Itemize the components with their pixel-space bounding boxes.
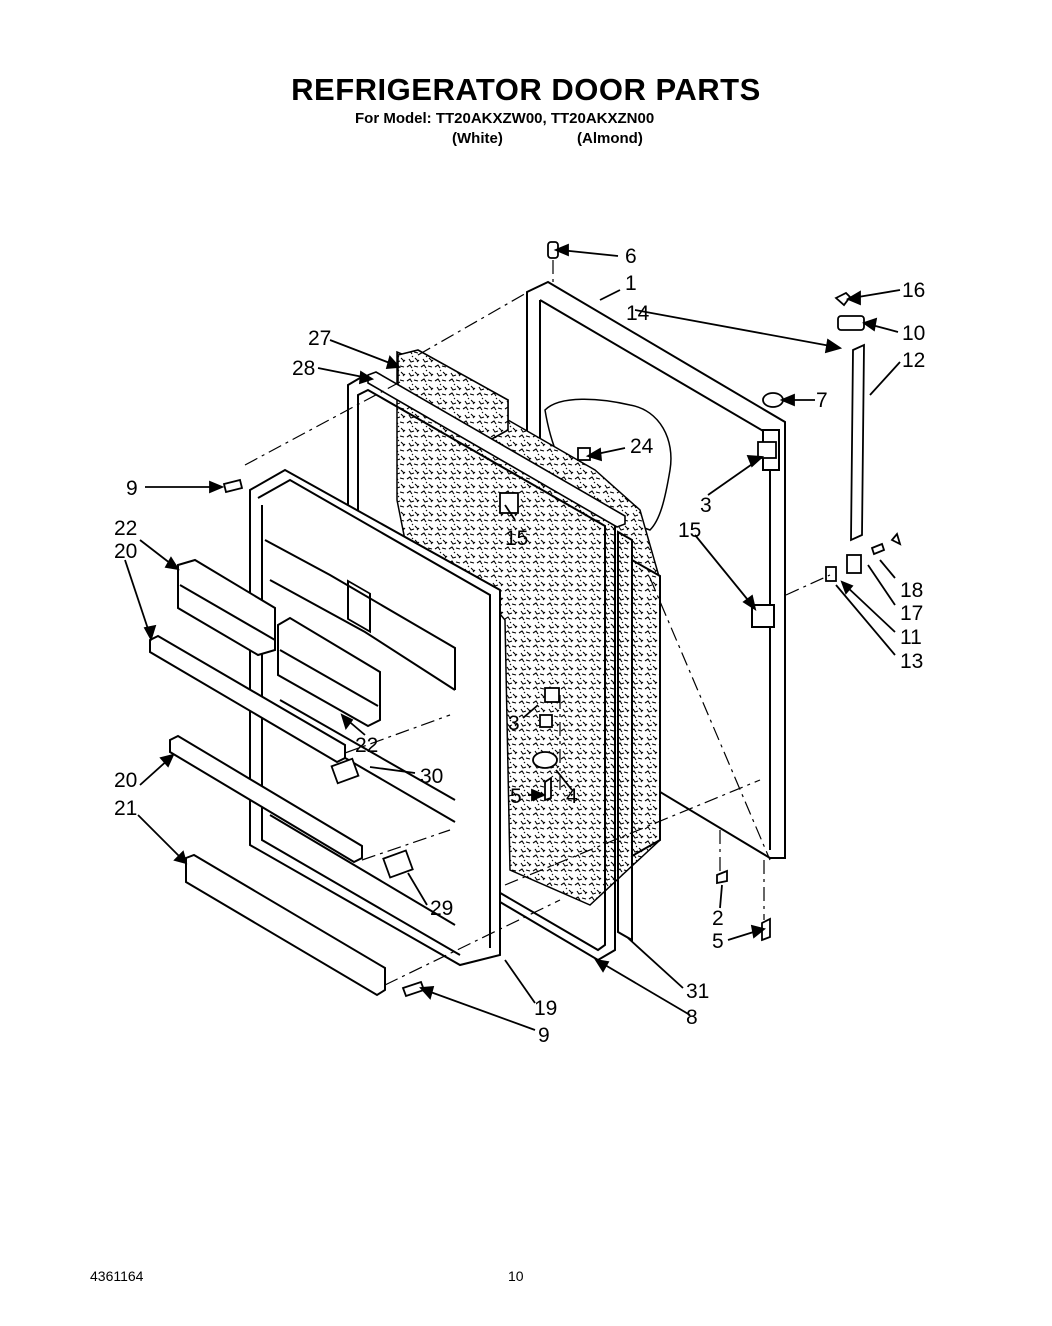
callout-20-lower: 20: [114, 769, 137, 792]
callout-labels: 6 1 14 16 10 12 7 27 28 24 9 15 3 15 22 …: [114, 245, 925, 1047]
callout-20-upper: 20: [114, 540, 137, 563]
callout-4: 4: [566, 785, 578, 808]
callout-21: 21: [114, 797, 137, 820]
door-shelves: [149, 558, 386, 997]
construction-lines: [244, 260, 831, 986]
callout-5-right: 5: [712, 930, 724, 953]
callout-22-left: 22: [114, 517, 137, 540]
variant-white: (White): [452, 130, 503, 147]
callout-30: 30: [420, 765, 443, 788]
callout-6: 6: [625, 245, 637, 268]
callout-5-center: 5: [510, 785, 522, 808]
callout-9-lower: 9: [538, 1024, 550, 1047]
callout-27: 27: [308, 327, 331, 350]
callout-11: 11: [900, 626, 922, 649]
callout-16: 16: [902, 279, 925, 302]
callout-19: 19: [534, 997, 557, 1020]
callout-1: 1: [625, 272, 637, 295]
callout-3-lower: 3: [508, 712, 520, 735]
callout-24: 24: [630, 435, 654, 458]
top-trim-strips: [367, 349, 626, 528]
callout-9-upper: 9: [126, 477, 138, 500]
callout-17: 17: [900, 602, 923, 625]
callout-28: 28: [292, 357, 315, 380]
model-line: For Model: TT20AKXZW00, TT20AKXZN00: [355, 110, 655, 127]
callout-31: 31: [686, 980, 709, 1003]
callout-15-center: 15: [505, 527, 528, 550]
callout-13: 13: [900, 650, 923, 673]
callout-7: 7: [816, 389, 828, 412]
callout-29: 29: [430, 897, 453, 920]
callout-15-right: 15: [678, 519, 701, 542]
callout-22-center: 22: [355, 734, 378, 757]
callout-2: 2: [712, 907, 724, 930]
callout-14: 14: [626, 302, 650, 325]
callout-10: 10: [902, 322, 925, 345]
page-title: REFRIGERATOR DOOR PARTS: [291, 72, 761, 107]
callout-8: 8: [686, 1006, 698, 1029]
callout-12: 12: [902, 349, 925, 372]
leader-lines: [124, 243, 901, 1031]
callout-18: 18: [900, 579, 923, 602]
callout-3-upper: 3: [700, 494, 712, 517]
document-number: 4361164: [90, 1268, 144, 1284]
page-number: 10: [508, 1268, 524, 1284]
variant-almond: (Almond): [577, 130, 643, 147]
